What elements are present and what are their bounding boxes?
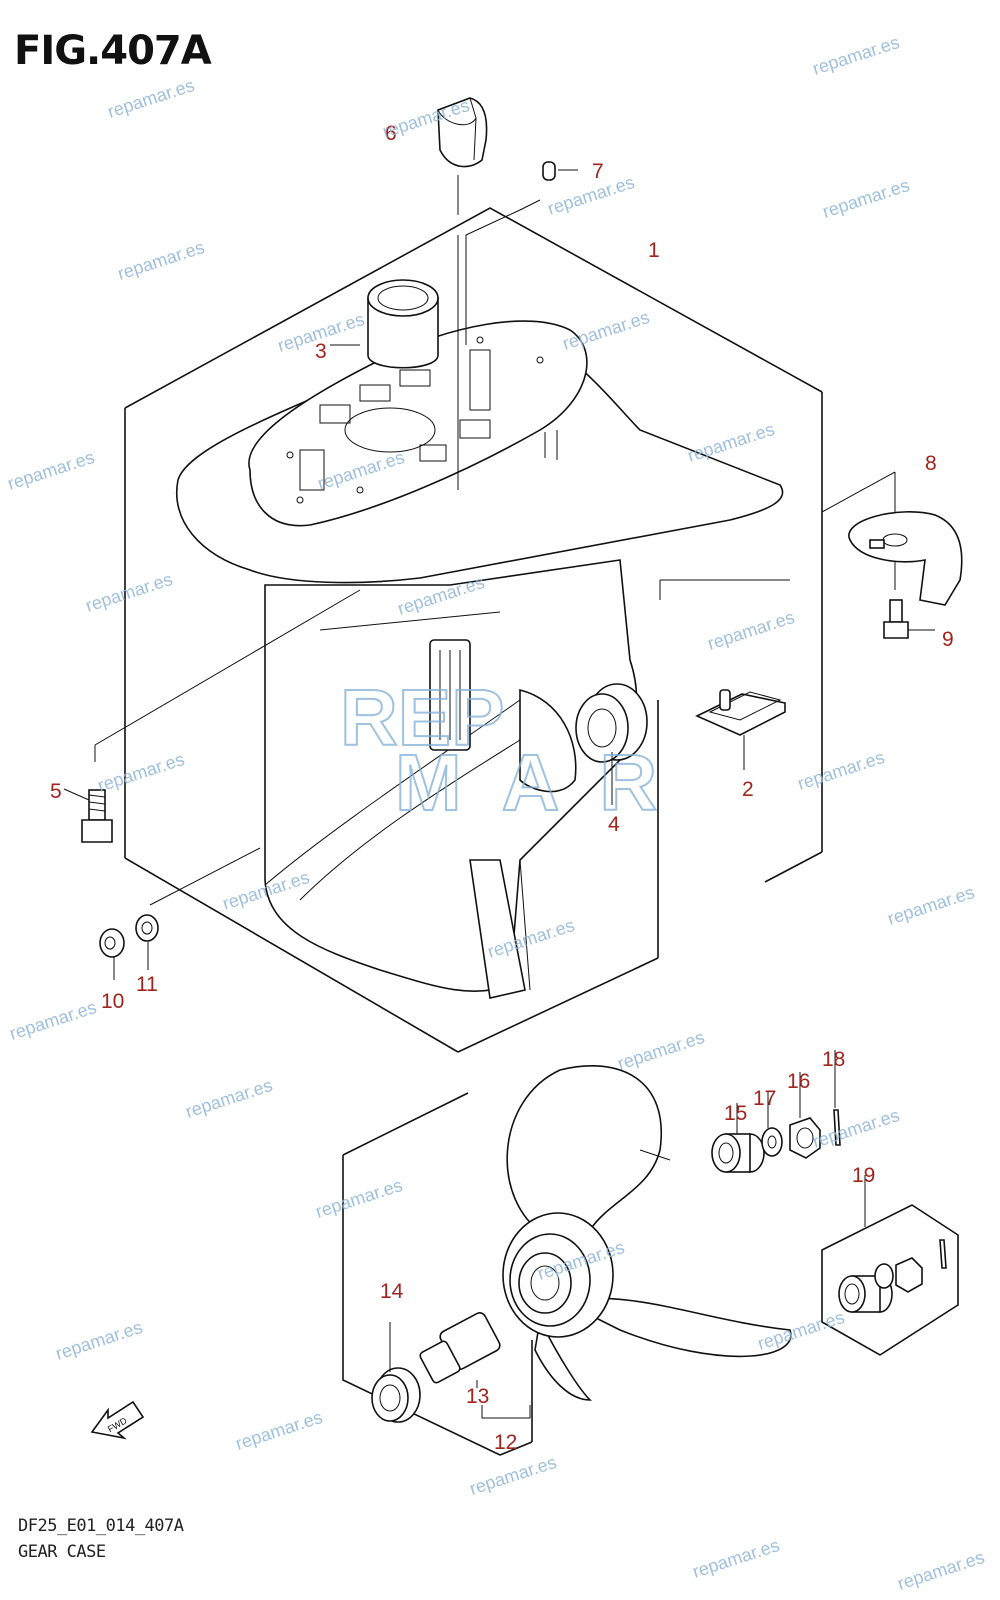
watermark-text: repamar.es (5, 447, 97, 494)
gear-case-box (124, 207, 823, 1053)
callout-7: 7 (592, 160, 604, 183)
part-3-bushing (367, 279, 439, 369)
callout-18: 18 (822, 1048, 845, 1071)
callout-14: 14 (380, 1280, 404, 1303)
gear-case-housing (175, 320, 790, 999)
callout-9: 9 (942, 628, 954, 651)
part-4-seal (575, 683, 648, 805)
callout-1: 1 (648, 239, 660, 262)
watermark-text: repamar.es (810, 32, 902, 79)
fwd-arrow: FWD (90, 1400, 145, 1440)
watermark-text: repamar.es (545, 172, 637, 219)
watermark-text: repamar.es (885, 882, 977, 929)
propeller-box (342, 1092, 533, 1456)
part-17-washer (761, 1092, 783, 1157)
drawing-name: GEAR CASE (18, 1542, 106, 1562)
callout-6: 6 (385, 122, 397, 145)
part-2-pad (695, 689, 786, 770)
part-9-bolt (883, 599, 935, 639)
callout-3: 3 (315, 340, 327, 363)
part-6-cap (437, 97, 488, 168)
callout-labels: 1 2 3 4 5 6 7 8 9 10 11 12 13 14 15 16 1… (50, 122, 954, 1454)
watermark-logo: REP MAR (339, 672, 697, 828)
watermark-text: repamar.es (705, 607, 797, 654)
callout-5: 5 (50, 780, 62, 803)
watermark-text: repamar.es (183, 1075, 275, 1122)
watermark-text: repamar.es (83, 569, 175, 616)
callout-12: 12 (494, 1431, 517, 1454)
callout-17: 17 (753, 1087, 776, 1110)
watermark-logo-top: REP (340, 673, 505, 762)
part-13-thrust-holder (419, 1312, 501, 1388)
part-18-cotter-pin (833, 1050, 841, 1146)
watermark-text: repamar.es (755, 1307, 847, 1354)
callout-16: 16 (787, 1070, 810, 1093)
part-12-bracket (481, 1405, 531, 1419)
watermark-text: repamar.es (233, 1407, 325, 1454)
part-8-anode (848, 511, 963, 606)
watermark-text: repamar.es (95, 749, 187, 796)
watermark-text: repamar.es (313, 1175, 405, 1222)
watermark-text: repamar.es (115, 237, 207, 284)
watermark-text: repamar.es (467, 1452, 559, 1499)
callout-11: 11 (136, 973, 158, 996)
watermark-text: repamar.es (7, 997, 99, 1044)
watermark-text: repamar.es (615, 1027, 707, 1074)
part-11-gasket (135, 914, 159, 970)
callout-2: 2 (742, 778, 754, 801)
callout-8: 8 (925, 452, 937, 475)
callout-10: 10 (101, 990, 124, 1013)
part-16-nut (789, 1072, 821, 1159)
watermark-text: repamar.es (895, 1547, 987, 1594)
callout-4: 4 (608, 813, 620, 836)
propeller (502, 1065, 792, 1401)
part-15-spacer (711, 1103, 765, 1173)
callout-19: 19 (852, 1164, 875, 1187)
watermark-text: repamar.es (685, 419, 777, 466)
part-14-stopper (371, 1322, 421, 1423)
watermark-text: repamar.es (53, 1317, 145, 1364)
callout-15: 15 (724, 1102, 747, 1125)
drawing-code: DF25_E01_014_407A (18, 1516, 184, 1536)
part-7-pin (542, 161, 578, 181)
part-5-bolt (63, 788, 113, 843)
watermark-text: repamar.es (795, 747, 887, 794)
callout-13: 13 (466, 1385, 489, 1408)
watermark-text: repamar.es (820, 175, 912, 222)
watermark-text: repamar.es (690, 1535, 782, 1582)
watermark-text: repamar.es (810, 1105, 902, 1152)
watermark-logo-bottom: MAR (395, 738, 697, 827)
watermark-text: repamar.es (105, 75, 197, 122)
watermark-text: repamar.es (560, 307, 652, 354)
part-10-plug (99, 928, 125, 980)
figure-title: FIG.407A (14, 28, 212, 74)
part-19-kit (821, 1175, 959, 1356)
